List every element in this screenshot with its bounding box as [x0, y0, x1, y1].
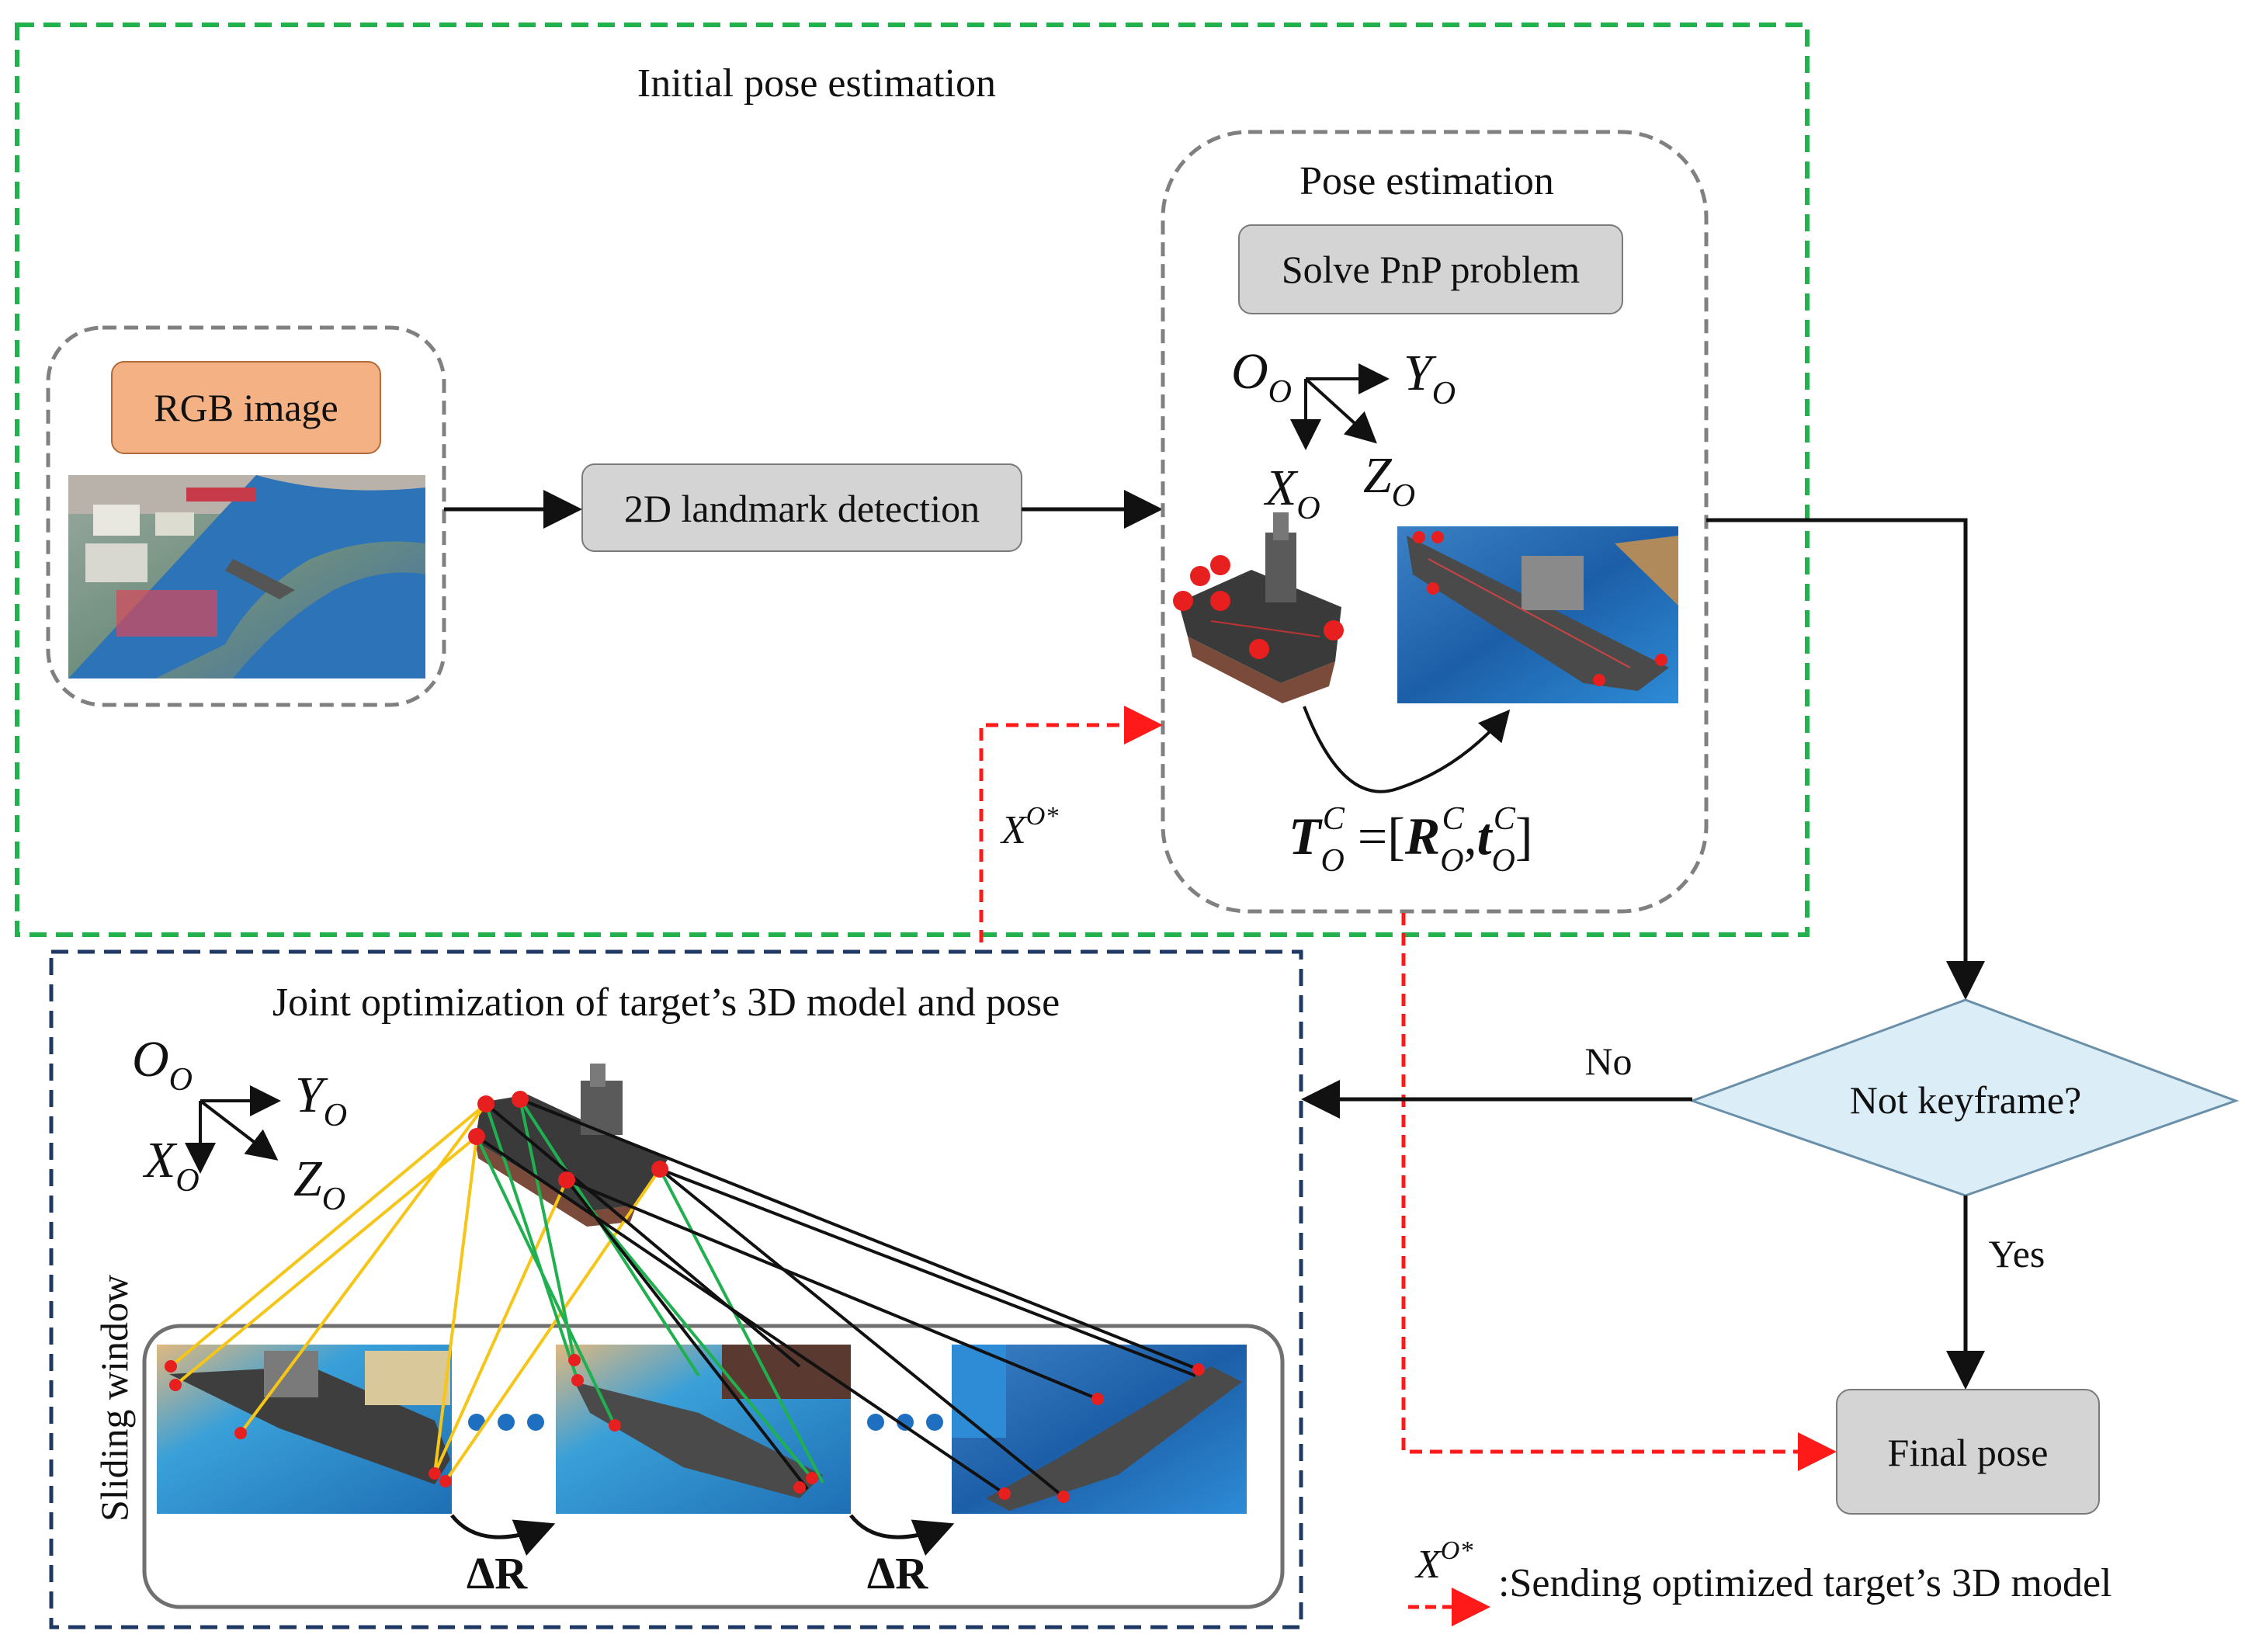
delta-r-arrow-2 [849, 1514, 955, 1556]
frame-keypoints [165, 1354, 1205, 1503]
legend: XO* :Sending optimized target’s 3D model [1408, 1536, 2112, 1626]
sliding-window-label: Sliding window [92, 1275, 136, 1522]
sliding-window-frame [142, 1324, 1285, 1609]
delta-r-label-1: ΔR [467, 1548, 528, 1598]
svg-text:ZO: ZO [293, 1150, 345, 1217]
feedback-arrow-to-pose [979, 706, 1163, 942]
projection-curve-arrow [1303, 706, 1511, 793]
no-label: No [1584, 1039, 1632, 1083]
rgb-image-label: RGB image [154, 386, 338, 429]
initial-pose-frame [15, 23, 1810, 937]
carrier-photo-pose [1397, 526, 1678, 703]
svg-text:XO: XO [142, 1132, 200, 1199]
svg-text:OO: OO [132, 1031, 193, 1098]
solve-pnp-label: Solve PnP problem [1282, 248, 1580, 291]
transform-equation: TOC =[ROC,tOC] [1289, 801, 1533, 879]
delta-r-label-2: ΔR [867, 1548, 928, 1598]
final-pose-label: Final pose [1888, 1431, 2049, 1474]
legend-text: :Sending optimized target’s 3D model [1498, 1561, 2112, 1605]
feedback-arrow-to-final [1401, 913, 1837, 1471]
sliding-frame-2 [556, 1345, 851, 1514]
correspondence-lines-green [475, 1098, 824, 1484]
rgb-image-box [111, 361, 381, 454]
rgb-photo [68, 475, 425, 678]
svg-text:ZO: ZO [1363, 447, 1415, 514]
sliding-frame-1 [157, 1345, 452, 1514]
carrier-3d-model [1173, 512, 1344, 703]
rgb-group-frame [46, 325, 446, 707]
delta-r-arrow-1 [450, 1514, 556, 1556]
ellipsis-dots-1 [468, 1414, 544, 1431]
svg-text:XO: XO [1263, 460, 1320, 526]
svg-text:YO: YO [1404, 345, 1456, 411]
object-axes-bottom: OO YO XO ZO [132, 1031, 347, 1217]
model-keypoints [468, 1091, 668, 1189]
svg-text:OO: OO [1231, 343, 1292, 410]
solve-pnp-box [1238, 224, 1623, 314]
svg-text:YO: YO [295, 1067, 347, 1133]
yes-label: Yes [1989, 1232, 2045, 1275]
correspondence-lines-black [475, 1098, 1199, 1498]
landmark-detection-label: 2D landmark detection [624, 487, 980, 530]
object-axes-top: OO YO XO ZO [1231, 343, 1456, 526]
correspondence-lines-yellow [169, 1102, 661, 1483]
svg-text:XO*: XO* [1414, 1536, 1473, 1587]
initial-pose-title: Initial pose estimation [637, 61, 996, 106]
arrow-pose-to-decision [1706, 518, 1985, 1000]
feedback-label: XO* [1000, 802, 1058, 852]
pose-estimation-title: Pose estimation [1299, 159, 1554, 203]
joint-optimization-title: Joint optimization of target’s 3D model … [272, 980, 1060, 1025]
joint-optimization-frame [49, 949, 1303, 1629]
final-pose-box [1836, 1389, 2100, 1515]
ellipsis-dots-2 [867, 1414, 943, 1431]
decision-label: Not keyframe? [1850, 1078, 2081, 1122]
